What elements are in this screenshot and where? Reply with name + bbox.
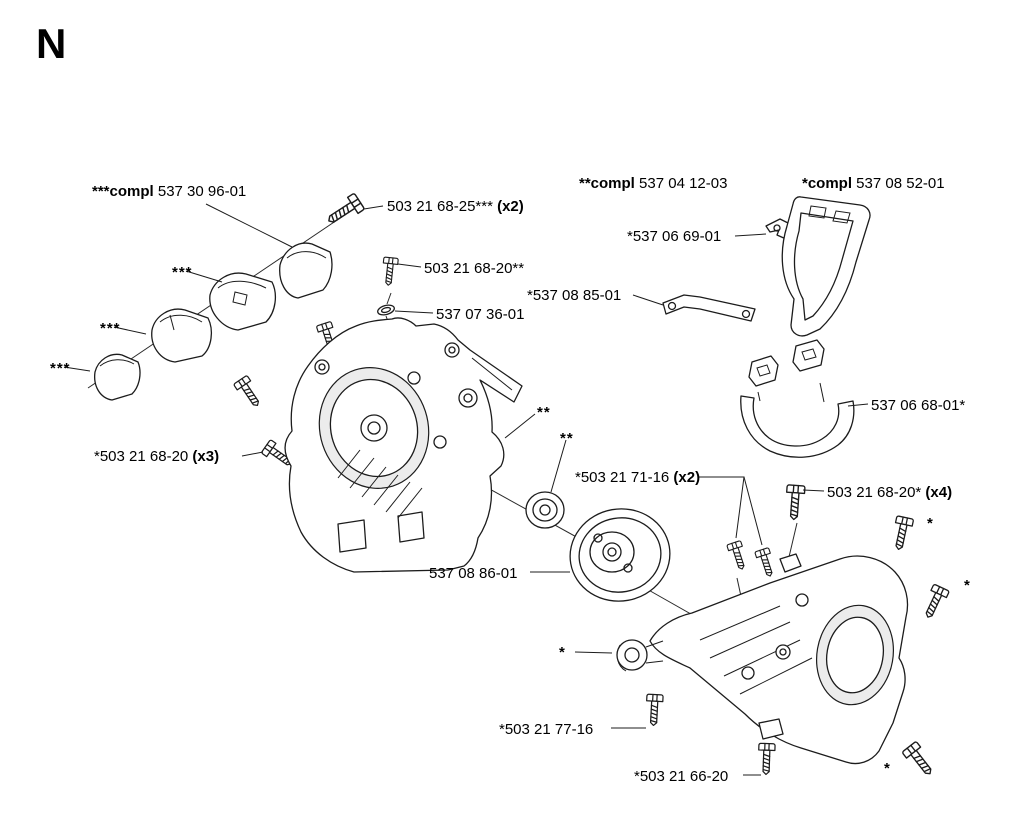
seal-washer <box>525 491 565 529</box>
marker-single-asterisk-4: * <box>884 760 891 777</box>
label-503-21-68-20-top: 503 21 68-20** <box>424 260 525 277</box>
screw-starred-c <box>901 740 938 780</box>
label-503-21-71-16-x2: *503 21 71-16 (x2) <box>575 469 701 486</box>
screw-503-21-68-20-b <box>232 374 265 411</box>
clamp-housing-assembly <box>616 553 909 765</box>
label-compl-537-08-52-01: *compl 537 08 52-01 <box>802 175 945 192</box>
label-537-07-36-01: 537 07 36-01 <box>436 306 525 323</box>
marker-single-asterisk-1: * <box>927 515 934 532</box>
marker-single-asterisk-2: * <box>964 577 971 594</box>
gasket-537-08-52 <box>781 196 871 337</box>
label-503-21-68-25: 503 21 68-25*** (x2) <box>387 198 524 215</box>
marker-double-asterisk-1: ** <box>537 404 551 421</box>
marker-triple-asterisk-1: *** <box>172 264 193 281</box>
screw-503-21-68-25 <box>322 192 366 230</box>
label-537-06-69-01: *537 06 69-01 <box>627 228 722 245</box>
crankcase-537-04-12 <box>284 317 523 573</box>
bracket-537-08-85 <box>662 294 756 322</box>
label-503-21-77-16: *503 21 77-16 <box>499 721 594 738</box>
screw-503-21-71-16-a <box>726 540 750 572</box>
marker-triple-asterisk-3: *** <box>50 360 71 377</box>
marker-single-asterisk-3: * <box>559 644 566 661</box>
pulley-537-08-86 <box>569 508 671 602</box>
screw-starred-a <box>889 515 915 552</box>
marker-double-asterisk-2: ** <box>560 430 574 447</box>
screw-503-21-66-20 <box>757 742 776 776</box>
label-compl-537-04-12-03: **compl 537 04 12-03 <box>579 175 728 192</box>
label-537-08-86-01: 537 08 86-01 <box>429 565 518 582</box>
label-503-21-66-20: *503 21 66-20 <box>634 768 729 785</box>
label-537-08-85-01: *537 08 85-01 <box>527 287 622 304</box>
screw-503-21-68-20-x4 <box>784 484 806 521</box>
clamp-537-06-68 <box>740 339 855 458</box>
screw-503-21-77-16 <box>644 693 664 727</box>
marker-triple-asterisk-2: *** <box>100 320 121 337</box>
screw-starred-b <box>919 583 950 622</box>
leader-lines <box>63 203 869 776</box>
label-503-21-68-20-x4: 503 21 68-20* (x4) <box>827 484 953 501</box>
clamp-kit-537-30-96 <box>94 242 333 401</box>
screw-503-21-71-16-b <box>754 547 778 579</box>
label-503-21-68-20-x3: *503 21 68-20 (x3) <box>94 448 220 465</box>
section-letter: N <box>36 20 67 67</box>
label-compl-537-30-96-01: ***compl 537 30 96-01 <box>92 183 247 200</box>
screw-503-21-68-20-top <box>380 256 399 287</box>
label-537-06-68-01: 537 06 68-01* <box>871 397 966 414</box>
washer-537-07-36 <box>377 304 395 316</box>
